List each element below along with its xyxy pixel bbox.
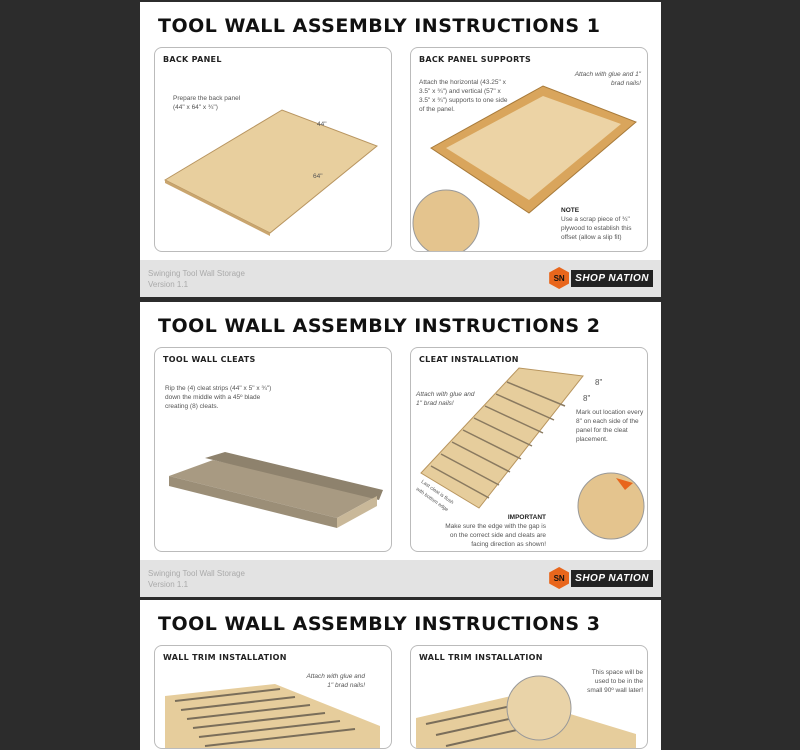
wall-trim-illustration	[165, 684, 380, 748]
back-panel-section: BACK PANEL Prepare the back panel (44" x…	[154, 47, 392, 252]
logo-text: SHOP NATION	[571, 569, 653, 587]
wall-trim-section-left: WALL TRIM INSTALLATION Attach with glue …	[154, 645, 392, 749]
doc-name: Swinging Tool Wall Storage	[148, 569, 245, 578]
dimension-label: 8"	[595, 378, 603, 387]
page-title: TOOL WALL ASSEMBLY INSTRUCTIONS 3	[158, 613, 601, 635]
instruction-text: Attach the horizontal (43.25" x 3.5" x ¾…	[419, 79, 508, 113]
logo-text: SHOP NATION	[571, 269, 653, 287]
dimension-label: 44"	[317, 121, 327, 128]
doc-name: Swinging Tool Wall Storage	[148, 269, 245, 278]
note-text: Use a scrap piece of ¾" plywood to estab…	[561, 216, 632, 241]
instruction-text: Prepare the back panel (44" x 64" x ¾")	[173, 95, 241, 111]
glue-note: Attach with glue and 1" brad nails!	[306, 673, 365, 689]
back-panel-illustration	[163, 109, 378, 236]
glue-note: Attach with glue and 1" brad nails!	[574, 71, 641, 87]
section-heading: CLEAT INSTALLATION	[419, 355, 519, 364]
logo-mark: SN	[549, 267, 570, 289]
dimension-label: 64"	[313, 173, 323, 180]
instruction-text: Rip the (4) cleat strips (44" x 5" x ¾")…	[165, 385, 272, 410]
page-1: TOOL WALL ASSEMBLY INSTRUCTIONS 1 BACK P…	[140, 2, 661, 297]
dimension-label: 8"	[583, 394, 591, 403]
cleat-installation-section: CLEAT INSTALLATION Attach with glue and …	[410, 347, 648, 552]
section-heading: WALL TRIM INSTALLATION	[419, 653, 543, 662]
section-heading: WALL TRIM INSTALLATION	[163, 653, 287, 662]
back-panel-supports-section: BACK PANEL SUPPORTS Attach the horizonta…	[410, 47, 648, 252]
cleats-illustration	[169, 452, 383, 528]
section-heading: BACK PANEL SUPPORTS	[419, 55, 532, 64]
page-2: TOOL WALL ASSEMBLY INSTRUCTIONS 2 TOOL W…	[140, 302, 661, 597]
page-3: TOOL WALL ASSEMBLY INSTRUCTIONS 3 WALL T…	[140, 600, 661, 750]
logo-mark: SN	[549, 567, 570, 589]
important-text: Make sure the edge with the gap is on th…	[445, 523, 546, 548]
important-title: IMPORTANT	[507, 514, 546, 521]
supports-illustration	[412, 85, 637, 251]
page-title: TOOL WALL ASSEMBLY INSTRUCTIONS 1	[158, 15, 601, 37]
instruction-text: Mark out location every 8" on each side …	[576, 409, 644, 443]
wall-trim-detail-illustration	[416, 675, 636, 748]
page-title: TOOL WALL ASSEMBLY INSTRUCTIONS 2	[158, 315, 601, 337]
cleat-installation-illustration	[420, 367, 645, 540]
glue-note: Attach with glue and 1" brad nails!	[416, 391, 475, 407]
section-heading: BACK PANEL	[163, 55, 222, 64]
wall-trim-section-right: WALL TRIM INSTALLATION This space will b…	[410, 645, 648, 749]
tool-wall-cleats-section: TOOL WALL CLEATS Rip the (4) cleat strip…	[154, 347, 392, 552]
doc-version: Version 1.1	[148, 580, 189, 589]
note-title: NOTE	[561, 207, 580, 214]
section-heading: TOOL WALL CLEATS	[163, 355, 256, 364]
detail-note: This space will be used to be in the sma…	[587, 669, 643, 694]
doc-version: Version 1.1	[148, 280, 189, 289]
